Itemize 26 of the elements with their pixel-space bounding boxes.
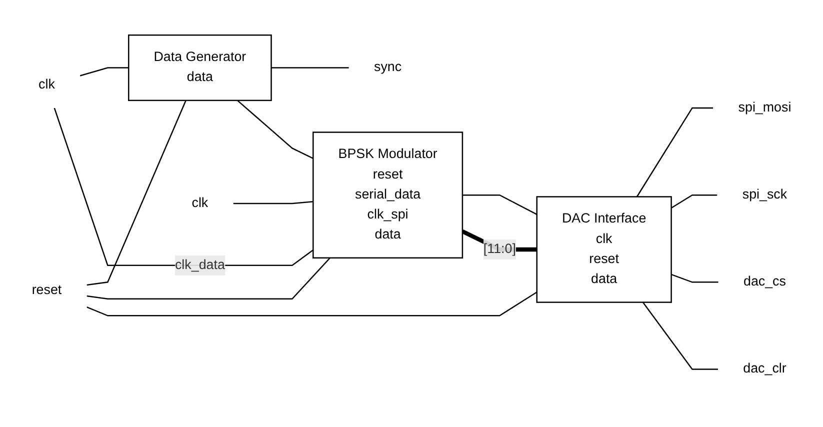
- node-text: dac_clr: [743, 362, 786, 376]
- node-text: clk: [192, 196, 208, 210]
- node-text: dac_cs: [743, 274, 786, 289]
- node-text: spi_sck: [742, 188, 788, 202]
- node-text: clk: [38, 78, 55, 92]
- connector: [233, 200, 314, 204]
- node-text: spi_mosi: [738, 100, 792, 115]
- connector: [237, 100, 314, 159]
- connector: [670, 194, 718, 209]
- connector: [271, 67, 349, 68]
- connector: [80, 67, 129, 76]
- edge-label: [11:0]: [483, 242, 516, 256]
- connector: [671, 274, 718, 283]
- node-box: DAC Interface clk reset data: [536, 196, 672, 303]
- node-box: Data Generator data: [128, 34, 272, 102]
- node-box: BPSK Modulator reset serial_data clk_spi data: [312, 132, 464, 259]
- connector: [86, 257, 330, 300]
- edge-label: clk_data: [174, 258, 225, 272]
- connector: [54, 108, 314, 266]
- connector: [642, 302, 718, 370]
- node-text: sync: [374, 60, 402, 74]
- connector: [462, 194, 538, 216]
- node-text: reset: [32, 283, 62, 298]
- connector: [86, 292, 538, 316]
- connector: [636, 107, 714, 198]
- connector: [86, 100, 186, 286]
